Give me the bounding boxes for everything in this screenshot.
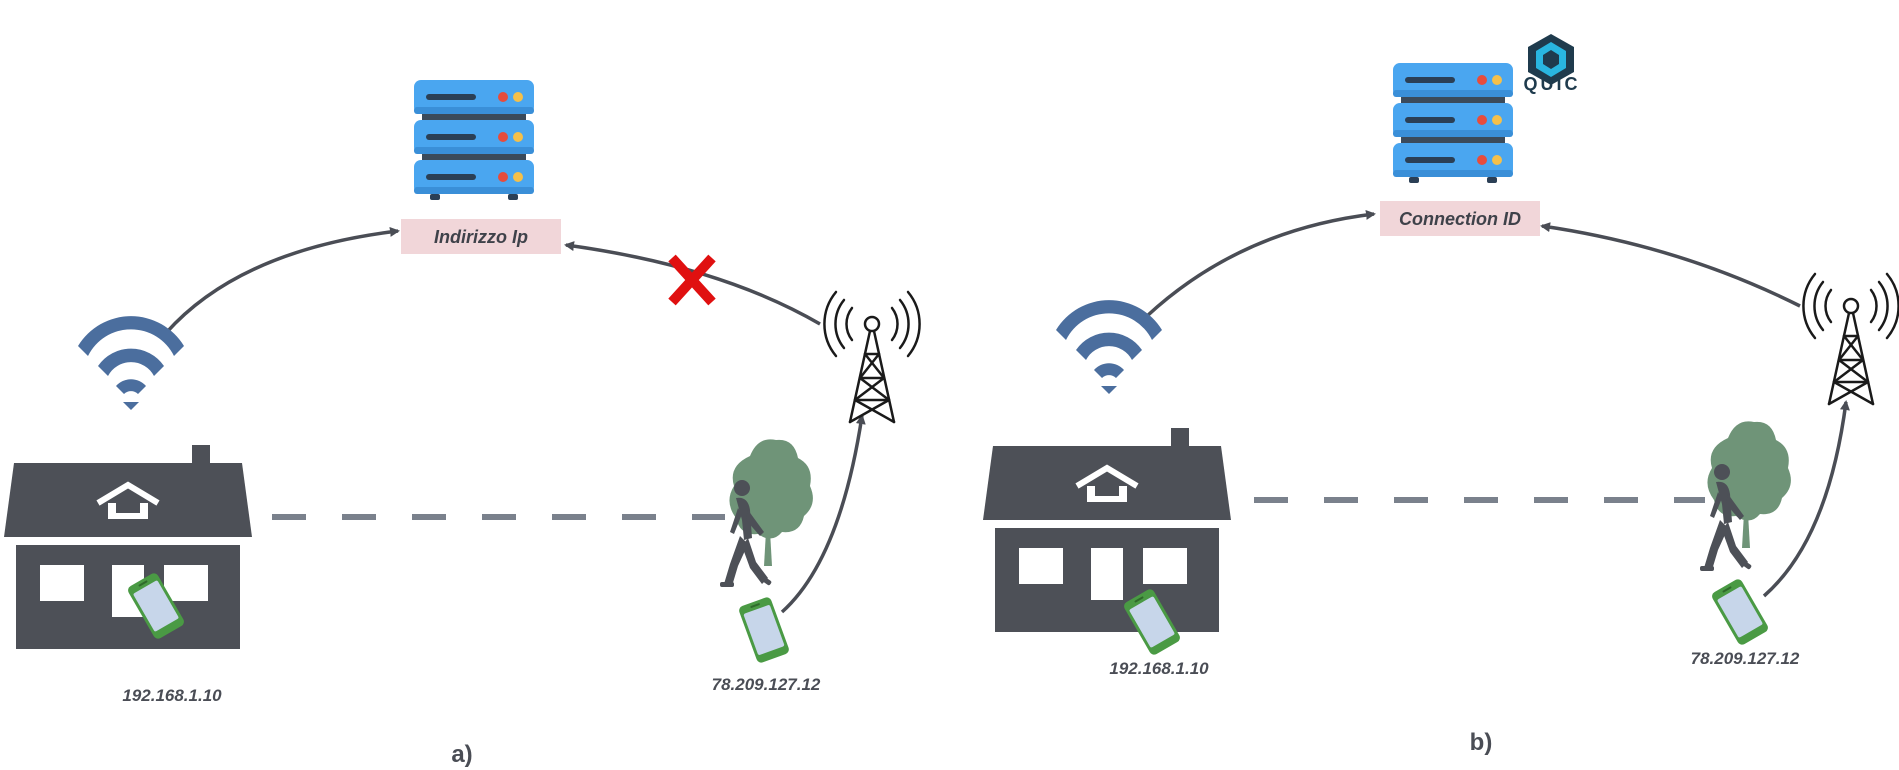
wifi-icon [78,316,184,410]
quic-logo-text: QUIC [1524,74,1581,94]
home-ip-label-b: 192.168.1.10 [1109,659,1209,678]
panel-label-b: b) [1470,729,1493,756]
wifi-icon [1056,300,1162,394]
server-icon [414,80,534,200]
blocked-x-icon [668,254,716,306]
house-icon [4,445,252,649]
mobile-ip-label-a: 78.209.127.12 [712,675,821,694]
cell-tower-icon [1802,272,1899,406]
server-tag-b [1380,201,1540,236]
panel-a: Indirizzo Ip 192.168.1.10 78.209.127.12 … [4,80,921,768]
arrow-tower-to-server-a [564,241,821,326]
server-tag-a-label: Indirizzo Ip [434,227,528,247]
smartphone-icon [737,595,791,665]
house-icon [983,428,1231,632]
server-icon [1393,63,1513,183]
panel-label-a: a) [451,741,472,768]
arrow-wifi-to-server-a [164,226,400,335]
arrow-phone-to-tower-b [1762,400,1850,598]
quic-logo-icon: QUIC [1524,34,1581,94]
arrow-tower-to-server-b [1540,222,1801,308]
server-tag-a [401,219,561,254]
smartphone-icon [1710,577,1770,647]
arrow-wifi-to-server-b [1145,209,1376,318]
panel-b: QUIC Connection ID 192.168.1.10 78.209.1… [983,34,1899,756]
mobile-ip-label-b: 78.209.127.12 [1691,649,1800,668]
cell-tower-icon [823,290,921,424]
home-ip-label-a: 192.168.1.10 [122,686,222,705]
server-tag-b-label: Connection ID [1399,209,1521,229]
arrow-phone-to-tower-a [780,414,866,614]
